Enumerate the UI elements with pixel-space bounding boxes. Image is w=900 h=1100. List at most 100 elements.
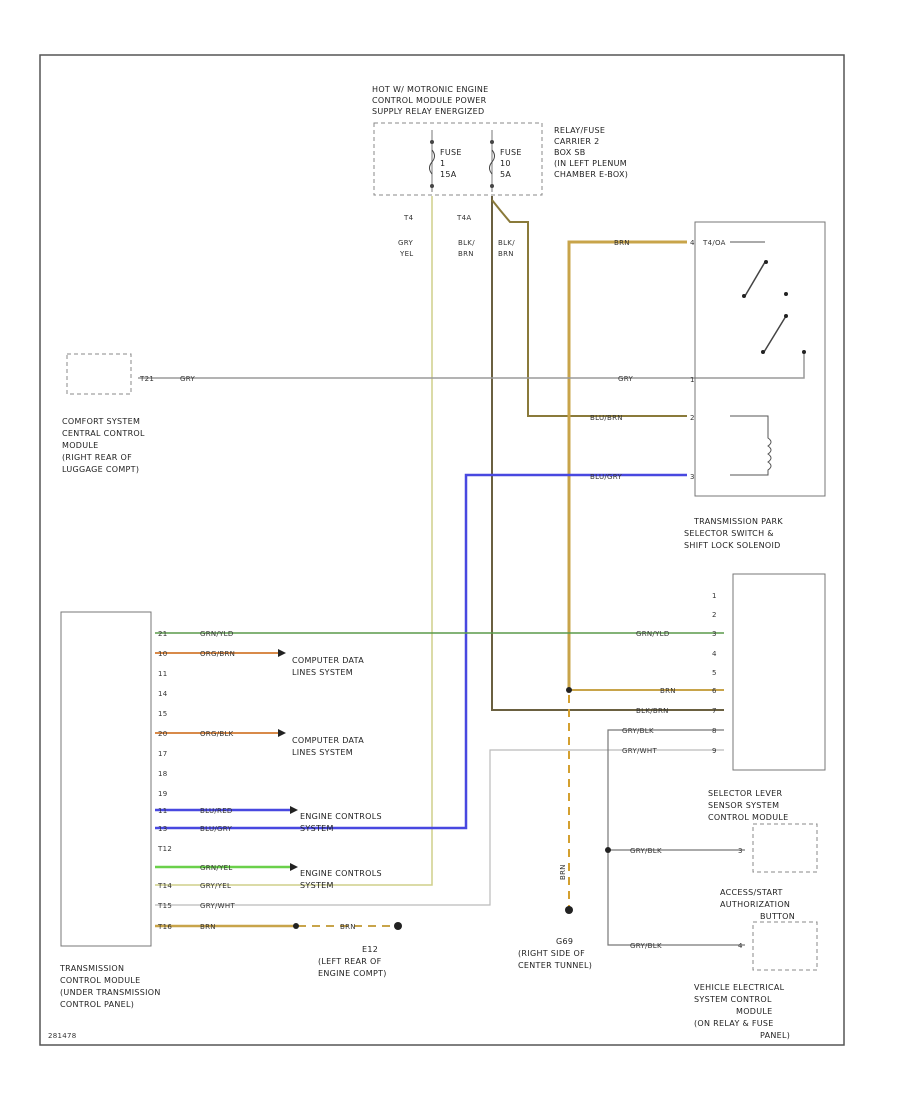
fuse1-label: FUSE 1 15A [440,148,461,179]
svg-text:15A: 15A [440,170,457,179]
selector-pins: 1 2 3 4 5 6 7 8 9 [712,592,717,755]
svg-text:8: 8 [712,727,717,735]
svg-text:CHAMBER E-BOX): CHAMBER E-BOX) [554,170,628,179]
svg-text:G69: G69 [556,937,573,946]
computer-data-lines-ref-1: COMPUTER DATA LINES SYSTEM [292,656,364,677]
svg-text:COMPUTER DATA: COMPUTER DATA [292,736,364,745]
access-start-label: ACCESS/START AUTHORIZATION BUTTON [720,888,795,921]
fuse2-icon [489,149,495,175]
park-contact-dot-2 [742,294,746,298]
park-switch-box [694,221,826,497]
access-start-box [752,823,818,873]
wire-label-btn-gry-blk: GRY/BLK [630,847,662,855]
svg-text:TRANSMISSION PARK: TRANSMISSION PARK [693,517,783,526]
svg-text:LUGGAGE COMPT): LUGGAGE COMPT) [62,465,139,474]
comfort-module-label: COMFORT SYSTEM CENTRAL CONTROL MODULE (R… [62,417,145,474]
splice-gry-blk [605,847,611,853]
svg-text:COMFORT SYSTEM: COMFORT SYSTEM [62,417,140,426]
svg-text:1: 1 [440,159,445,168]
wire-label-blk-brn-2: BLK/ BRN [498,239,515,258]
selector-module-box [732,573,826,771]
ground-g69-dot [565,906,573,914]
ground-e12-dot [394,922,402,930]
wire-label-tcm-blu-gry: BLU/GRY [200,825,232,833]
wire-gry-comfort [138,354,805,379]
svg-text:6: 6 [712,687,717,695]
engine-controls-ref-1: ENGINE CONTROLS SYSTEM [300,812,382,833]
svg-text:5A: 5A [500,170,511,179]
shift-lock-solenoid-coil [730,415,772,476]
ground-e12-label: E12 (LEFT REAR OF ENGINE COMPT) [318,945,386,978]
park-switch-pins: 1 2 3 4 [690,239,695,481]
svg-text:VEHICLE ELECTRICAL: VEHICLE ELECTRICAL [694,983,785,992]
wire-label-blu-brn-park: BLU/BRN [590,414,623,422]
wire-label-comfort-gry: GRY [180,375,195,383]
svg-text:SELECTOR SWITCH &: SELECTOR SWITCH & [684,529,774,538]
svg-text:SELECTOR LEVER: SELECTOR LEVER [708,789,782,798]
svg-text:14: 14 [158,690,168,698]
svg-text:CARRIER 2: CARRIER 2 [554,137,599,146]
svg-text:GRY: GRY [398,239,413,247]
ground-g69-label: G69 (RIGHT SIDE OF CENTER TUNNEL) [518,937,592,970]
svg-text:TRANSMISSION: TRANSMISSION [59,964,124,973]
svg-text:4: 4 [690,239,695,247]
wire-label-g69-brn: BRN [559,864,567,880]
svg-text:ENGINE CONTROLS: ENGINE CONTROLS [300,869,382,878]
svg-text:(ON RELAY & FUSE: (ON RELAY & FUSE [694,1019,774,1028]
fuse1-top-dot [430,140,434,144]
wire-blu-brn-park [491,199,687,417]
svg-text:BLK/: BLK/ [458,239,475,247]
svg-text:CONTROL MODULE POWER: CONTROL MODULE POWER [372,96,487,105]
wire-label-sel-blk-brn: BLK/BRN [636,707,669,715]
wire-gry-blk-vehicle [607,729,745,946]
wire-label-veh-gry-blk: GRY/BLK [630,942,662,950]
park-contact-dot-3 [784,292,788,296]
svg-text:BOX SB: BOX SB [554,148,586,157]
svg-text:SENSOR SYSTEM: SENSOR SYSTEM [708,801,779,810]
svg-text:7: 7 [712,707,717,715]
svg-text:MODULE: MODULE [736,1007,773,1016]
computer-data-lines-ref-2: COMPUTER DATA LINES SYSTEM [292,736,364,757]
svg-text:4: 4 [712,650,717,658]
wire-label-tcm-grn-yel: GRN/YEL [200,864,233,872]
selector-label: SELECTOR LEVER SENSOR SYSTEM CONTROL MOD… [708,789,788,822]
svg-text:E12: E12 [362,945,378,954]
relay-fuse-carrier [373,122,543,196]
wire-blk-brn-selector [491,196,724,711]
park-switch-contact-1 [744,261,766,297]
svg-text:MODULE: MODULE [62,441,99,450]
vehicle-module-label: VEHICLE ELECTRICAL SYSTEM CONTROL MODULE… [694,983,790,1040]
tcm-label: TRANSMISSION CONTROL MODULE (UNDER TRANS… [59,964,160,1009]
wire-label-tcm-brn: BRN [200,923,216,931]
svg-text:21: 21 [158,630,168,638]
svg-text:ACCESS/START: ACCESS/START [720,888,783,897]
svg-text:ENGINE CONTROLS: ENGINE CONTROLS [300,812,382,821]
fuse1-bottom-dot [430,184,434,188]
engine-controls-ref-2: ENGINE CONTROLS SYSTEM [300,869,382,890]
diagram-border [39,54,845,1046]
park-contact-dot-6 [802,350,806,354]
wire-label-tcm-blu-red: BLU/RED [200,807,233,815]
wire-label-tcm-grn: GRN/YLD [200,630,234,638]
svg-text:FUSE: FUSE [500,148,522,157]
relay-carrier-label: RELAY/FUSE CARRIER 2 BOX SB (IN LEFT PLE… [554,126,628,179]
tcm-box [60,611,152,947]
svg-text:LINES SYSTEM: LINES SYSTEM [292,668,353,677]
wire-label-sel-gry-blk: GRY/BLK [622,727,654,735]
wire-label-blk-brn-1: BLK/ BRN [458,239,475,258]
wire-label-tcm-org-blk: ORG/BLK [200,730,234,738]
svg-text:17: 17 [158,750,168,758]
svg-text:3: 3 [712,630,717,638]
wire-gry-yel [155,196,433,886]
wire-label-tcm-org-brn: ORG/BRN [200,650,235,658]
svg-text:LINES SYSTEM: LINES SYSTEM [292,748,353,757]
park-switch-contact-2 [763,315,787,353]
wire-blu-gry [155,473,687,830]
wire-gry-wht [155,749,724,906]
svg-text:11: 11 [158,807,168,815]
wire-label-sel-grn: GRN/YLD [636,630,670,638]
svg-text:PANEL): PANEL) [760,1031,790,1040]
svg-text:11: 11 [158,670,168,678]
svg-text:T12: T12 [157,845,172,853]
